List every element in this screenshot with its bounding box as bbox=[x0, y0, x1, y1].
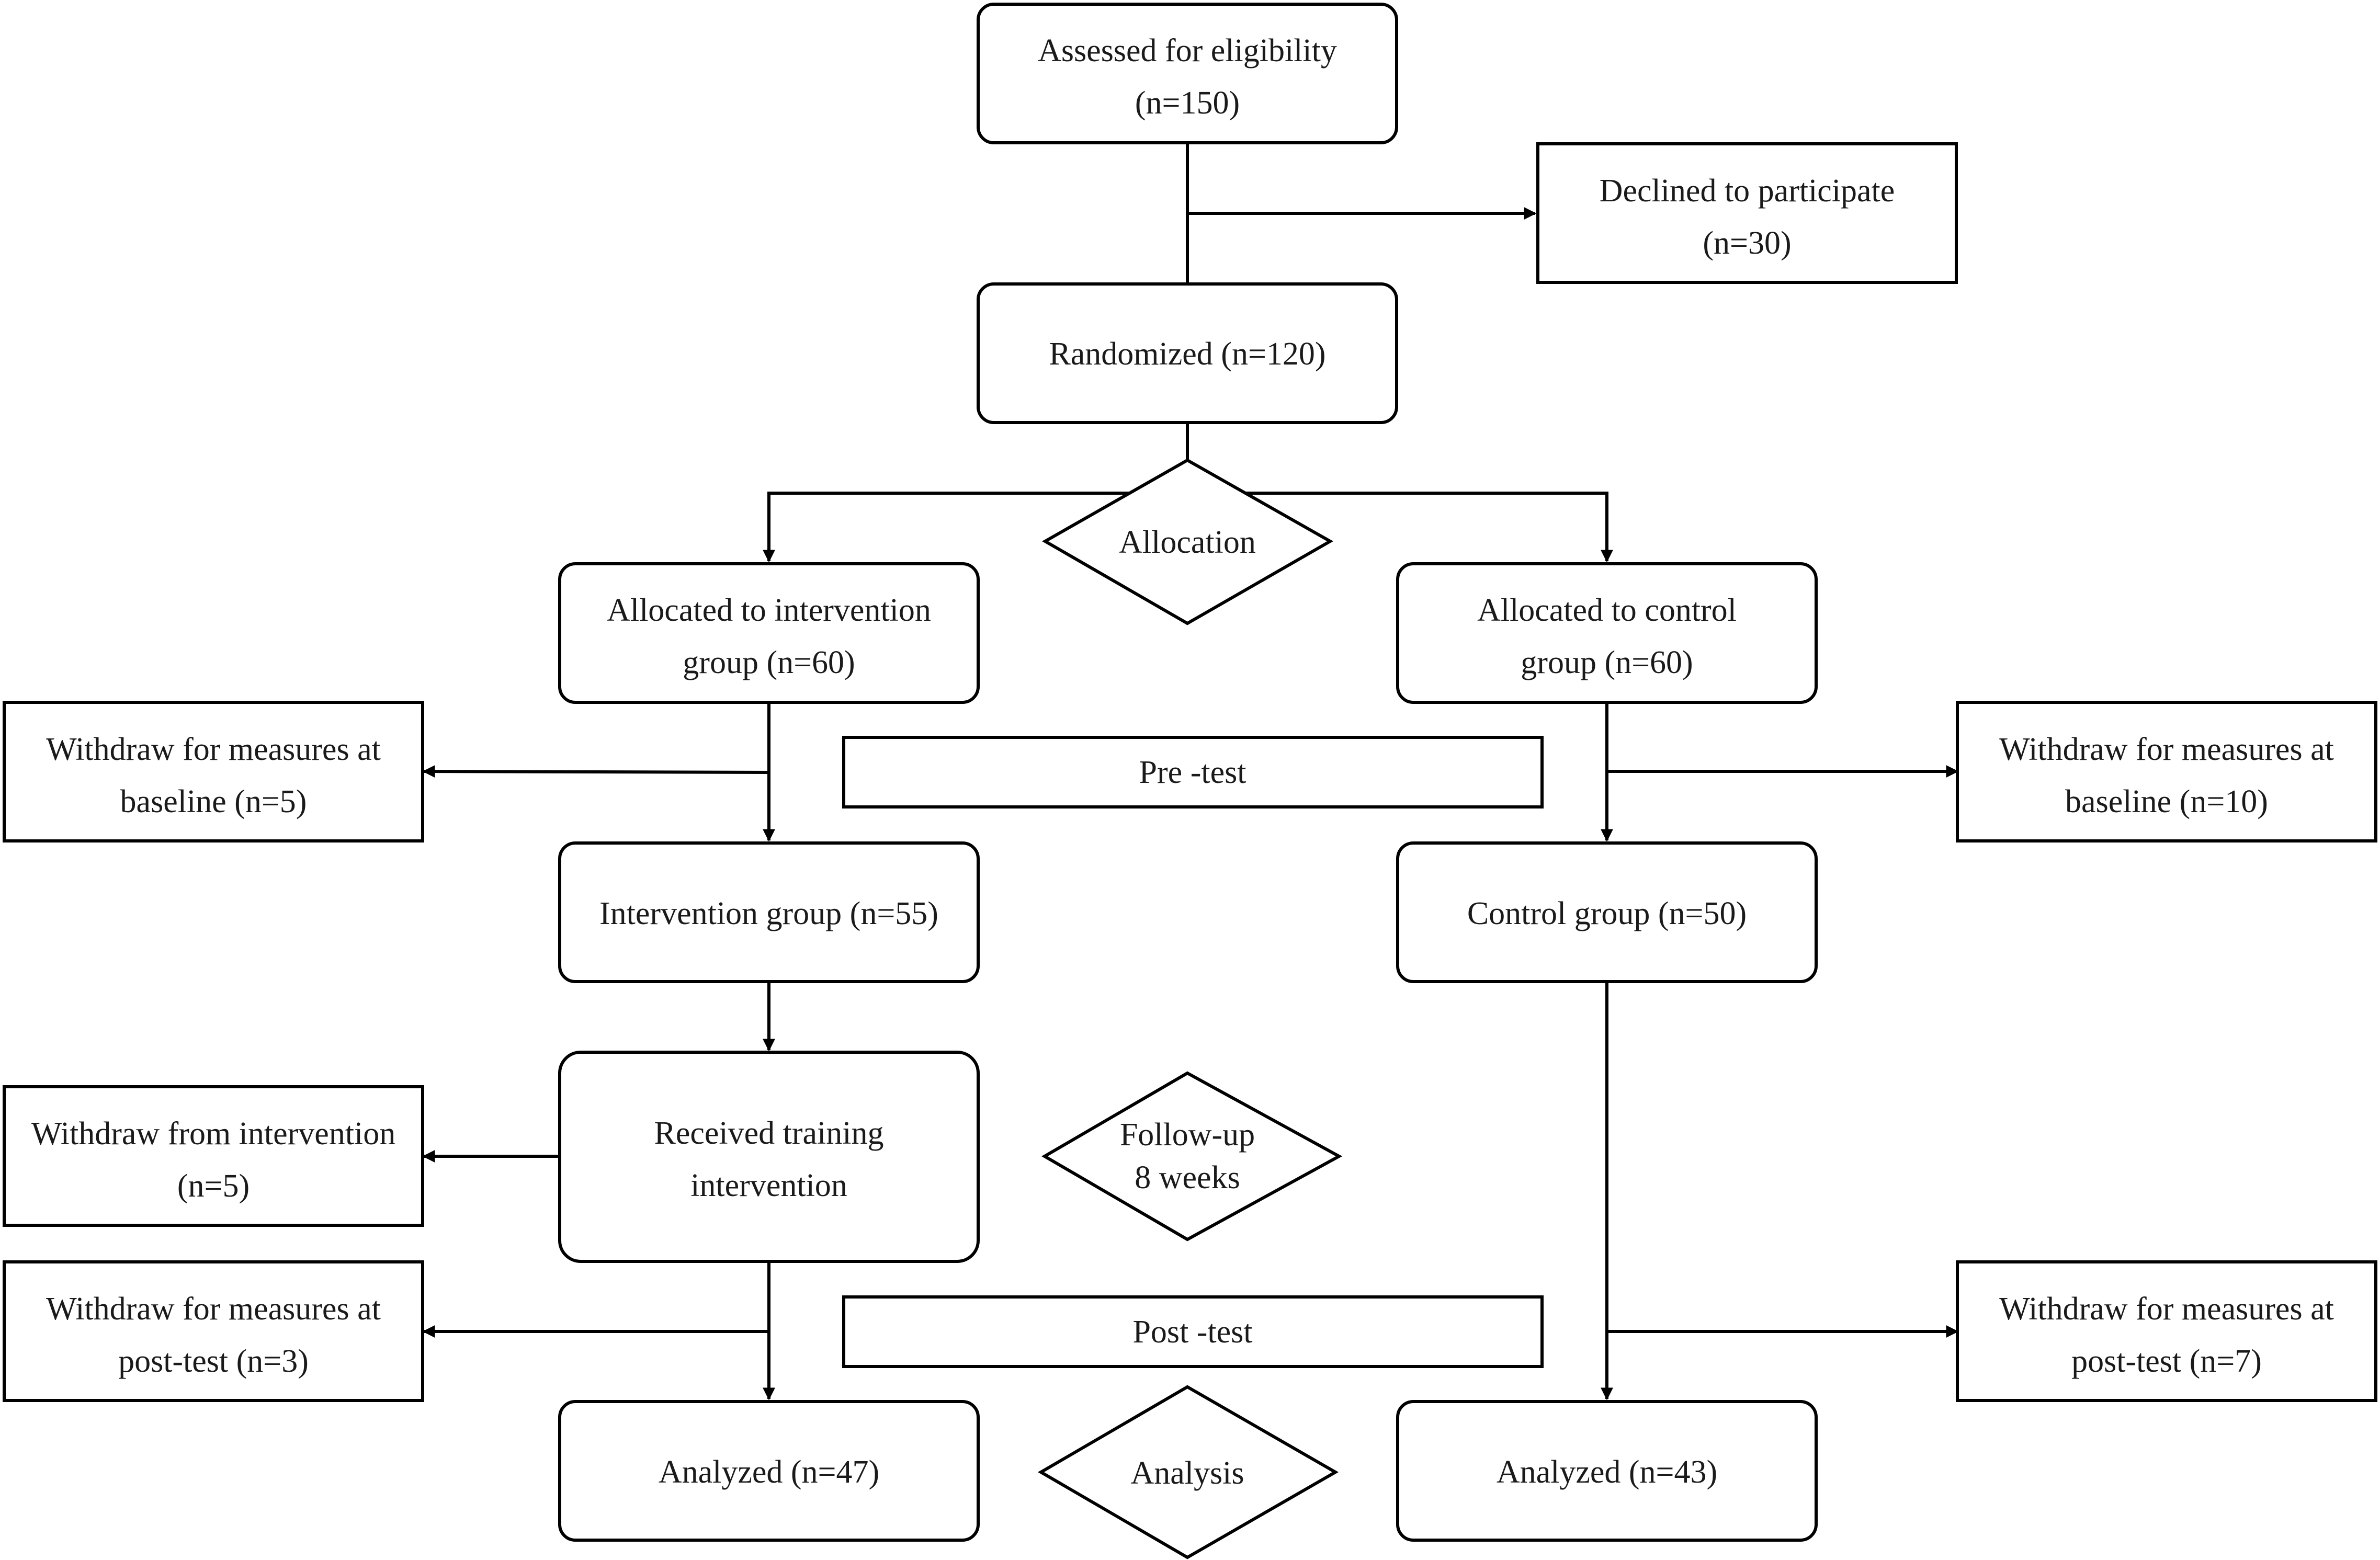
box-withdraw-baseline-left-line-1: Withdraw for measures at bbox=[46, 732, 381, 767]
box-withdraw-posttest-right: Withdraw for measures at post-test (n=7) bbox=[1956, 1260, 2377, 1402]
box-withdraw-from-intervention: Withdraw from intervention (n=5) bbox=[3, 1085, 424, 1227]
diamond-allocation: Allocation bbox=[1041, 458, 1334, 625]
box-control-group-line-1: Control group (n=50) bbox=[1467, 896, 1747, 931]
box-analyzed-left: Analyzed (n=47) bbox=[558, 1400, 980, 1542]
box-randomized-line-1: Randomized (n=120) bbox=[1049, 336, 1325, 372]
box-analyzed-left-line-1: Analyzed (n=47) bbox=[659, 1454, 879, 1490]
bar-pre-test-label: Pre -test bbox=[1139, 755, 1246, 790]
box-received-training-line-2: intervention bbox=[690, 1168, 847, 1203]
connectors bbox=[422, 143, 1959, 1400]
arrow-to-withdraw-baseline-left bbox=[422, 765, 769, 778]
box-alloc-control-line-2: group (n=60) bbox=[1521, 645, 1693, 680]
box-withdraw-posttest-left: Withdraw for measures at post-test (n=3) bbox=[3, 1260, 424, 1402]
box-withdraw-baseline-right-line-2: baseline (n=10) bbox=[2065, 784, 2268, 819]
box-declined-line-2: (n=30) bbox=[1703, 225, 1791, 261]
diamond-allocation-label: Allocation bbox=[1119, 525, 1256, 560]
box-withdraw-intervention-line-2: (n=5) bbox=[177, 1168, 250, 1204]
bar-post-test-label: Post -test bbox=[1132, 1314, 1252, 1350]
box-withdraw-posttest-left-line-1: Withdraw for measures at bbox=[46, 1291, 381, 1327]
box-withdraw-posttest-right-line-1: Withdraw for measures at bbox=[1999, 1291, 2334, 1327]
box-assessed-line-2: (n=150) bbox=[1135, 85, 1240, 121]
box-withdraw-baseline-right: Withdraw for measures at baseline (n=10) bbox=[1956, 701, 2377, 842]
box-analyzed-right-line-1: Analyzed (n=43) bbox=[1497, 1454, 1717, 1490]
arrow-to-intervention-allocation bbox=[763, 492, 1187, 563]
box-withdraw-posttest-right-line-2: post-test (n=7) bbox=[2071, 1343, 2262, 1379]
box-randomized: Randomized (n=120) bbox=[977, 282, 1398, 424]
box-received-training: Received training intervention bbox=[558, 1051, 980, 1263]
box-received-training-line-1: Received training bbox=[654, 1115, 884, 1151]
box-alloc-intervention-line-1: Allocated to intervention bbox=[607, 593, 931, 628]
box-alloc-control-line-1: Allocated to control bbox=[1477, 593, 1737, 628]
box-withdraw-intervention-line-1: Withdraw from intervention bbox=[31, 1116, 396, 1152]
bar-post-test: Post -test bbox=[842, 1295, 1544, 1368]
box-withdraw-baseline-right-line-1: Withdraw for measures at bbox=[1999, 732, 2334, 767]
box-assessed-eligibility: Assessed for eligibility (n=150) bbox=[977, 3, 1398, 144]
box-assessed-line-1: Assessed for eligibility bbox=[1038, 33, 1337, 69]
diamond-follow-up-line-1: Follow-up bbox=[1120, 1117, 1255, 1153]
diamond-follow-up-line-2: 8 weeks bbox=[1135, 1160, 1240, 1195]
box-intervention-group: Intervention group (n=55) bbox=[558, 841, 980, 983]
box-withdraw-baseline-left-line-2: baseline (n=5) bbox=[120, 784, 307, 819]
box-analyzed-right: Analyzed (n=43) bbox=[1396, 1400, 1818, 1542]
box-withdraw-baseline-left: Withdraw for measures at baseline (n=5) bbox=[3, 701, 424, 842]
diamond-analysis-label: Analysis bbox=[1131, 1455, 1244, 1491]
box-intervention-group-line-1: Intervention group (n=55) bbox=[599, 896, 938, 931]
diamond-follow-up: Follow-up 8 weeks bbox=[1041, 1071, 1343, 1242]
diamond-analysis: Analysis bbox=[1038, 1385, 1339, 1559]
box-withdraw-posttest-left-line-2: post-test (n=3) bbox=[118, 1343, 309, 1379]
box-declined-line-1: Declined to participate bbox=[1600, 173, 1895, 209]
box-allocated-intervention: Allocated to intervention group (n=60) bbox=[558, 562, 980, 704]
arrow-to-control-allocation bbox=[1187, 492, 1613, 563]
box-alloc-intervention-line-2: group (n=60) bbox=[683, 645, 855, 680]
box-control-group: Control group (n=50) bbox=[1396, 841, 1818, 983]
bar-pre-test: Pre -test bbox=[842, 736, 1544, 809]
box-allocated-control: Allocated to control group (n=60) bbox=[1396, 562, 1818, 704]
box-declined-to-participate: Declined to participate (n=30) bbox=[1536, 142, 1958, 284]
